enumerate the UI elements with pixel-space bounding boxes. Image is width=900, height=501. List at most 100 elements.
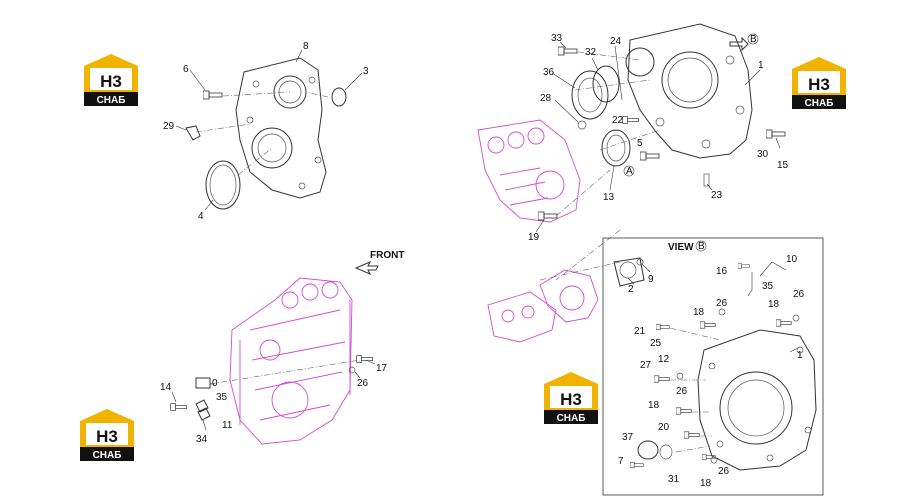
bolt-22 [622, 116, 639, 124]
callout-31: 31 [668, 474, 680, 485]
bolt-7 [630, 461, 644, 469]
callout-30: 30 [757, 149, 769, 160]
housing-side-bore [625, 47, 655, 77]
washer-26-c [676, 372, 684, 380]
engine-block-lower: 17 26 14 0 35 11 34 [160, 277, 388, 445]
view-b-frame [602, 237, 824, 496]
callout-18-view-d: 18 [700, 478, 712, 489]
front-arrow-icon [354, 261, 379, 275]
callout-2: 2 [628, 284, 634, 295]
callout-7: 7 [618, 456, 624, 467]
view-b-title-marker: B [698, 241, 705, 252]
callout-26: 26 [357, 378, 369, 389]
logo-sub-text: СНАБ [557, 413, 586, 424]
callout-26-view-c: 26 [676, 386, 688, 397]
callout-1-view: 1 [797, 350, 803, 361]
o-ring-31 [659, 444, 673, 460]
oil-seal-4 [205, 160, 241, 210]
view-b-title: VIEW [668, 242, 694, 253]
bolt-14 [170, 403, 187, 411]
pin-23 [703, 173, 710, 187]
marker-a [623, 165, 635, 177]
bolt-19 [538, 211, 558, 221]
logo-sub-text: СНАБ [97, 95, 126, 106]
bolt-18-c [676, 407, 692, 415]
callout-5: 5 [637, 138, 643, 149]
callout-21: 21 [634, 326, 646, 337]
callout-3: 3 [363, 66, 369, 77]
bolt-20 [684, 431, 700, 439]
callout-29: 29 [163, 121, 175, 132]
watermark-logo-top-right: H3 СНАБ [792, 57, 846, 109]
front-indicator: FRONT [354, 250, 404, 275]
bracket-29 [185, 125, 201, 141]
callout-32: 32 [585, 47, 597, 58]
front-cover-group: 8 6 3 29 4 [163, 41, 369, 222]
callout-20: 20 [658, 422, 670, 433]
callout-18-view-c: 18 [648, 400, 660, 411]
bolt-17 [356, 355, 373, 363]
front-cover-lower-bore [251, 127, 293, 169]
logo-main-text: H3 [100, 72, 122, 91]
view-arrow-b [729, 36, 749, 52]
washer-26-b [792, 314, 800, 322]
callout-36: 36 [543, 67, 555, 78]
bolt-27 [654, 375, 670, 383]
bolt-5 [640, 151, 660, 161]
logo-sub-text: СНАБ [93, 450, 122, 461]
callout-4: 4 [198, 211, 204, 222]
callout-35-view: 35 [762, 281, 774, 292]
spring-34 [195, 399, 211, 421]
logo-main-text: H3 [96, 427, 118, 446]
callout-0: 0 [212, 378, 218, 389]
gear-2 [613, 257, 645, 287]
front-cover-plate [235, 57, 327, 199]
bolt-21 [656, 323, 670, 331]
callout-10: 10 [786, 254, 798, 265]
sensor-0 [195, 377, 211, 389]
logo-main-text: H3 [560, 390, 582, 409]
callout-28: 28 [540, 93, 552, 104]
housing-rear-bore [719, 371, 793, 445]
bolt-16 [738, 263, 750, 269]
callout-11: 11 [222, 420, 233, 431]
callout-14: 14 [160, 382, 172, 393]
view-b-panel: VIEW B 10 16 35 26 [602, 237, 824, 496]
marker-a-letter: A [626, 166, 633, 177]
callout-8: 8 [303, 41, 309, 52]
callout-19: 19 [528, 232, 540, 243]
callout-9: 9 [648, 274, 654, 285]
callout-1: 1 [758, 60, 764, 71]
callout-27: 27 [640, 360, 652, 371]
callout-17: 17 [376, 363, 388, 374]
front-label: FRONT [370, 250, 404, 261]
nut-9 [636, 258, 644, 266]
callout-16: 16 [716, 266, 728, 277]
callout-35: 35 [216, 392, 228, 403]
watermark-logo-top-left: H3 СНАБ [84, 54, 138, 106]
callout-22: 22 [612, 115, 624, 126]
view-b-marker [747, 33, 759, 45]
logo-sub-text: СНАБ [805, 98, 834, 109]
callout-18-view-a: 18 [693, 307, 705, 318]
callout-37: 37 [622, 432, 634, 443]
callout-33: 33 [551, 33, 563, 44]
callout-12: 12 [658, 354, 670, 365]
callout-15: 15 [777, 160, 789, 171]
cover-36 [571, 70, 609, 120]
callout-26-view-d: 26 [718, 466, 730, 477]
logo-main-text: H3 [808, 75, 830, 94]
bolt-30 [766, 129, 786, 139]
callout-26-view-a: 26 [716, 298, 728, 309]
plug-28 [577, 120, 587, 130]
watermark-logo-bottom-left: H3 СНАБ [80, 409, 134, 461]
bolt-18-b [776, 319, 792, 327]
callout-24: 24 [610, 36, 622, 47]
washer-26-a [718, 308, 726, 316]
flywheel-housing-group: A B 33 32 24 36 1 28 22 5 13 30 15 23 19 [528, 23, 789, 243]
callout-18-view-b: 18 [768, 299, 780, 310]
oil-seal-13 [601, 129, 631, 167]
seal-3 [331, 87, 347, 107]
engine-block-upper [477, 119, 611, 233]
